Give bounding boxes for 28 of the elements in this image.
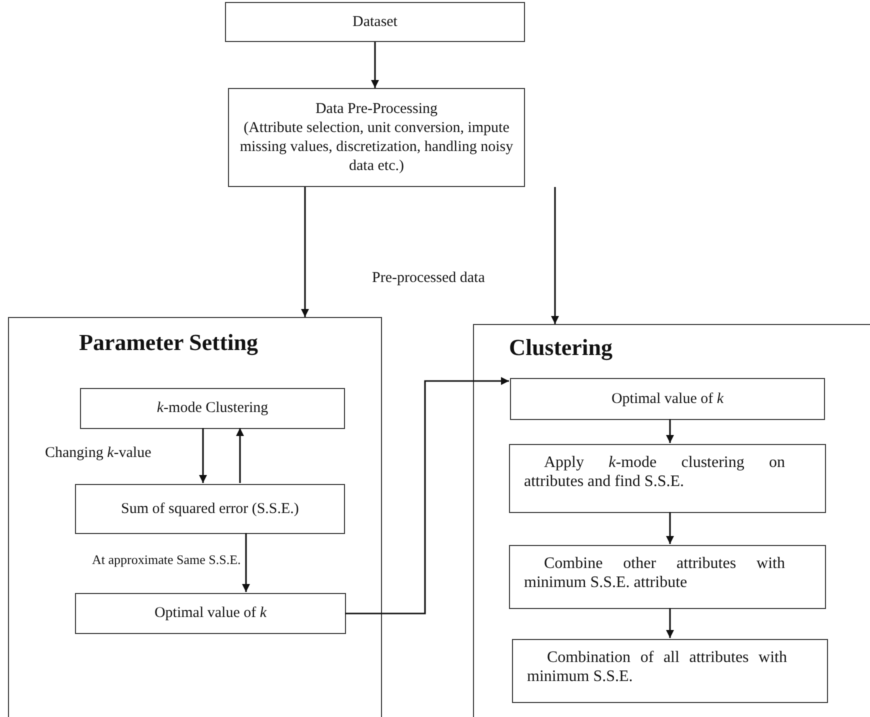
arrow xyxy=(551,187,559,324)
box-heading: Data Pre-Processing xyxy=(315,100,438,118)
arrow xyxy=(666,512,674,544)
arrow xyxy=(242,533,250,592)
panel-title: Clustering xyxy=(509,335,612,361)
arrow xyxy=(666,608,674,638)
process-box: Sum of squared error (S.S.E.) xyxy=(75,484,345,534)
panel-title: Parameter Setting xyxy=(79,330,258,356)
group-panel xyxy=(473,324,870,717)
process-box: Optimal value of k xyxy=(510,378,825,420)
process-box: Combine other attributes with minimum S.S.E. attribute xyxy=(509,545,826,609)
process-box: Optimal value of k xyxy=(75,593,346,634)
edge-label: Changing k-value xyxy=(45,445,152,462)
edge-label: Pre-processed data xyxy=(372,270,485,287)
arrow xyxy=(236,428,244,483)
arrow xyxy=(371,42,379,88)
process-box: Combination of all attributes with minimum S.S.E. xyxy=(512,639,828,703)
process-box xyxy=(228,88,525,187)
group-panel xyxy=(8,317,382,717)
arrow xyxy=(301,187,309,317)
process-box: Apply k-mode clustering on attributes and find S.S.E. xyxy=(509,444,826,513)
process-box: Dataset xyxy=(225,2,525,42)
process-box: k-mode Clustering xyxy=(80,388,345,429)
arrow xyxy=(666,419,674,443)
arrow xyxy=(345,377,509,614)
box-description: (Attribute selection, unit conversion, impute missing values, discretization, handling noisy data etc.) xyxy=(238,118,514,176)
edge-label: At approximate Same S.S.E. xyxy=(92,552,241,568)
arrow xyxy=(199,428,207,483)
